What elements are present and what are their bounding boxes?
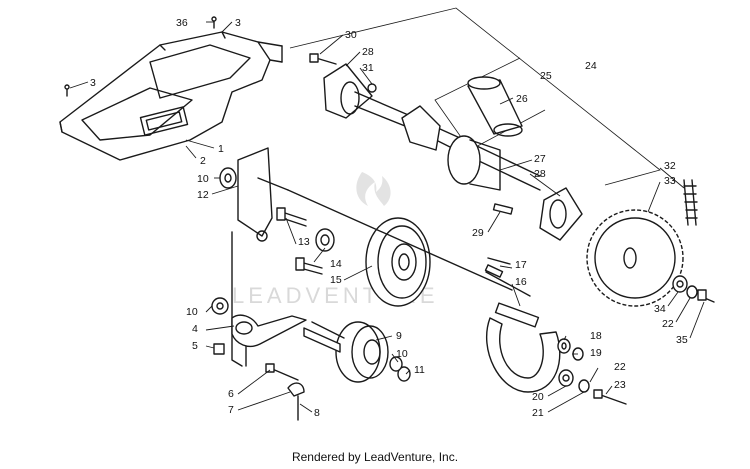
callout-29: 29 [472,227,484,239]
callout-13: 13 [298,236,310,248]
callout-27: 27 [534,153,546,165]
drive-wheel [287,189,513,307]
callout-3-left: 3 [90,77,96,89]
idler-wheel [303,321,389,383]
callout-28-left: 28 [362,46,374,58]
callout-3-top: 3 [235,17,241,29]
callout-19: 19 [590,347,602,359]
callout-leaders [69,21,705,413]
callout-16: 16 [515,276,527,288]
callout-25: 25 [540,70,552,82]
footer-credit: Rendered by LeadVenture, Inc. [291,450,459,464]
sprocket [586,209,684,307]
callout-30: 30 [345,29,357,41]
callout-2: 2 [200,155,206,167]
callout-14: 14 [330,258,342,270]
callout-31: 31 [362,62,374,74]
callout-22-right: 22 [662,318,674,330]
callout-26: 26 [516,93,528,105]
jackshaft-assembly [289,7,661,241]
callout-35: 35 [676,334,688,346]
callout-11: 11 [414,364,425,376]
callout-18: 18 [590,330,602,342]
callout-32: 32 [664,160,676,172]
callout-8: 8 [314,407,320,419]
callout-9: 9 [396,330,402,342]
floor-panel [59,31,283,161]
callout-10-upper: 10 [197,173,209,185]
callout-33: 33 [664,175,676,187]
callout-10-lower: 10 [396,348,408,360]
callout-labels: 36 3 3 1 2 10 12 30 28 31 25 26 24 27 28… [90,17,688,419]
callout-36: 36 [176,17,188,29]
callout-22-lower: 22 [614,361,626,373]
callout-6: 6 [228,388,234,400]
callout-12: 12 [197,189,209,201]
callout-23: 23 [614,379,626,391]
drive-chain [683,179,698,226]
callout-1: 1 [218,143,224,155]
callout-21: 21 [532,407,544,419]
callout-20: 20 [532,391,544,403]
panel-screws [64,16,217,97]
adjuster-arm [231,314,345,367]
hardware [211,167,715,421]
mounting-bracket [231,147,289,367]
callout-4: 4 [192,323,198,335]
callout-7: 7 [228,404,234,416]
callout-17: 17 [515,259,527,271]
callout-10-left: 10 [186,306,198,318]
brake-band [484,264,561,393]
callout-34: 34 [654,303,666,315]
callout-24: 24 [585,60,597,72]
callout-15: 15 [330,274,342,286]
callout-28-right: 28 [534,168,546,180]
callout-5: 5 [192,340,198,352]
